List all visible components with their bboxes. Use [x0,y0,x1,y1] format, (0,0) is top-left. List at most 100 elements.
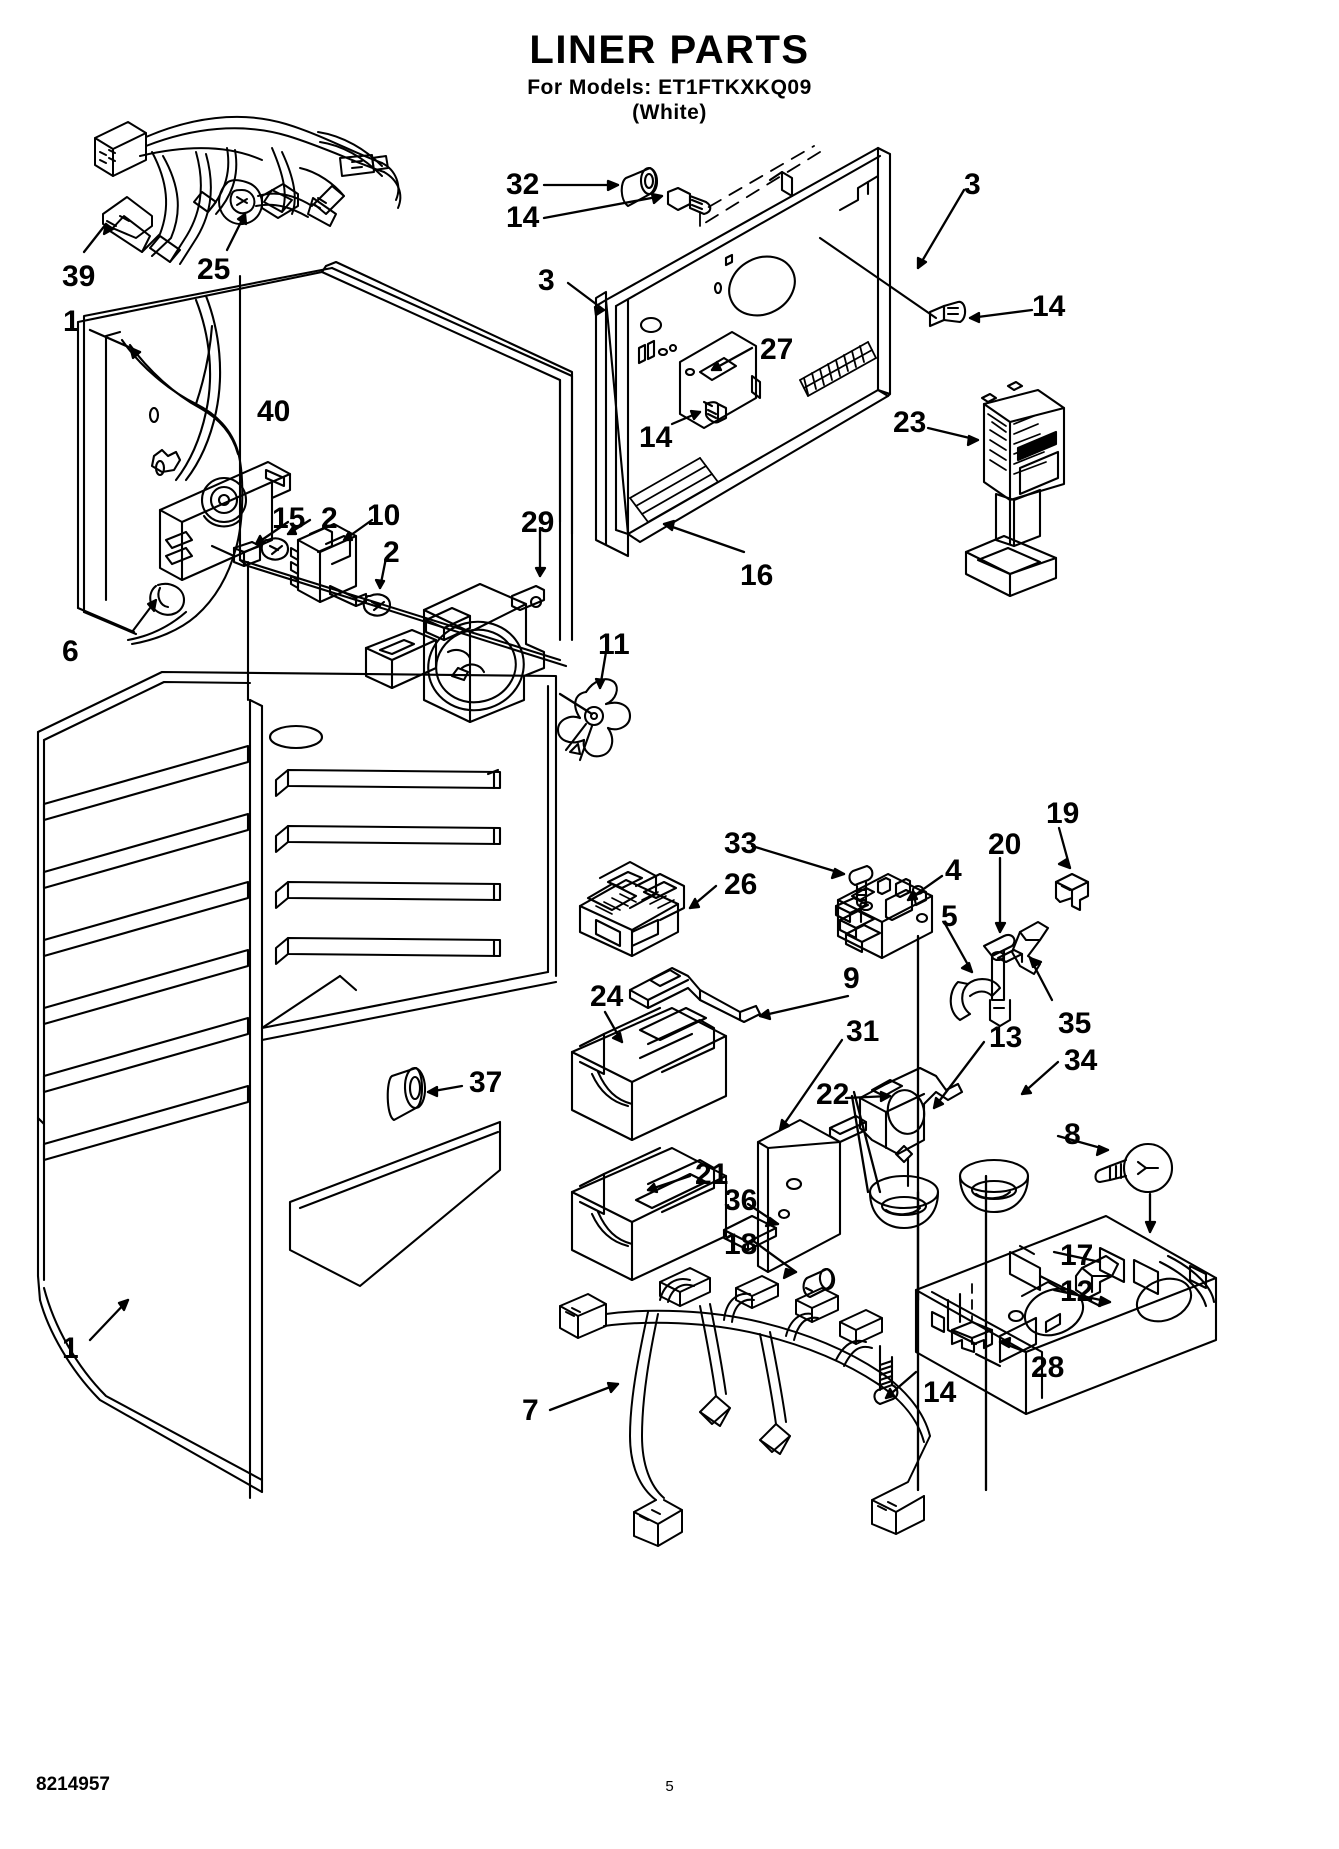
wire-harness-upper [94,115,402,265]
callout-14-upper: 14 [506,201,540,234]
callout-leaders-9-31 [758,994,850,1132]
shelf-rails [274,768,502,966]
models-label: For Models: ET1FTKXKQ09 [527,76,812,99]
retainer-28 [950,1283,994,1354]
page-title: LINER PARTS [529,28,810,72]
lens-clip-17 [1074,1254,1120,1300]
fan-blade [556,678,632,762]
socket-holder-13 [828,1066,964,1188]
pad-36 [722,1214,778,1252]
callout-17: 17 [1060,1239,1094,1272]
callout-5: 5 [941,900,958,933]
callout-leaders-14-28 [884,1336,1028,1400]
callout-6: 6 [62,635,79,668]
callout-2-upper: 2 [321,502,338,535]
grommet-2-upper [260,537,290,561]
liner-lower-cabinet [36,670,558,1500]
control-board [834,872,934,960]
grommet-2-lower [362,593,392,617]
callout-29: 29 [521,506,555,539]
light-bulb [1094,1142,1174,1194]
light-diffuser-housing [578,860,686,958]
callout-27: 27 [760,333,794,366]
callout-34: 34 [1064,1044,1098,1077]
callout-36: 36 [724,1184,758,1217]
callout-40: 40 [257,395,291,428]
socket-cup-34 [958,1158,1030,1214]
callout-10: 10 [367,499,401,532]
callout-4: 4 [945,854,962,887]
callout-15: 15 [272,502,306,535]
callout-24: 24 [590,980,624,1013]
insulation-panel-31 [756,1118,842,1274]
callout-8: 8 [1064,1118,1081,1151]
variant-label: (White) [632,101,707,124]
page-number: 5 [665,1778,674,1795]
temperature-control-dispenser [964,380,1066,598]
callout-leaders-13-22-34 [844,1040,1060,1492]
callout-22: 22 [816,1078,850,1111]
callout-19: 19 [1046,797,1080,830]
callout-14-bottom: 14 [923,1376,957,1409]
callout-25: 25 [197,253,231,286]
callout-12: 12 [1060,1275,1094,1308]
callout-2-lower: 2 [383,536,400,569]
callout-leaders-24-21 [603,1010,692,1194]
callout-leaders-harness [82,212,248,254]
callout-leaders-26-33 [688,844,846,910]
crisper-support-21 [570,1146,728,1282]
callout-leader-23 [926,426,980,447]
clip-19 [1054,872,1090,912]
callout-35: 35 [1058,1007,1092,1040]
callout-18: 18 [724,1228,758,1261]
bracket-35 [996,920,1050,976]
thermostat-10 [289,522,368,608]
document-number: 8214957 [36,1774,110,1795]
callout-1-lower: 1 [62,1332,79,1365]
light-housing-base [914,1214,1218,1416]
callout-13: 13 [989,1021,1023,1054]
crisper-support-24 [570,1006,728,1142]
clip-5 [949,978,1002,1022]
wire-harness-lower [559,1267,931,1547]
fan-shroud-bracket [364,582,546,724]
callout-7: 7 [522,1394,539,1427]
bulb-18 [802,1267,836,1299]
bracket-arm-9 [628,966,762,1024]
callout-28: 28 [1031,1351,1065,1384]
liner-upper-cabinet [76,260,574,702]
callout-leaders-19-20-35 [994,826,1072,1002]
spacer-bushing [620,166,659,208]
callout-21: 21 [695,1158,729,1191]
rear-liner-panel [594,145,892,558]
liner-left-ribs [42,744,250,1162]
callout-31: 31 [846,1015,880,1048]
callout-leaders-8-17-12 [1052,1134,1157,1308]
callout-37: 37 [469,1066,503,1099]
callout-leaders-36-18 [746,1202,798,1280]
callout-3-right: 3 [964,168,981,201]
callout-11: 11 [598,628,630,661]
socket-cup-22 [868,1174,940,1230]
callout-3-left: 3 [538,264,555,297]
callout-33: 33 [724,827,758,860]
callout-9: 9 [843,962,860,995]
callout-39: 39 [62,260,96,293]
screw-upper [666,186,712,216]
callout-20: 20 [988,828,1022,861]
callout-leaders-lower-liner [88,1084,464,1342]
callout-26: 26 [724,868,758,901]
callout-14-cover: 14 [639,421,673,454]
callout-14-right: 14 [1032,290,1066,323]
screw-right [818,236,967,328]
callout-leader-7 [548,1381,620,1412]
callout-leaders-fan [534,526,608,716]
callout-16: 16 [740,559,774,592]
callout-leaders-thermostat [254,518,388,590]
callout-leaders-rearpanel [542,179,1034,554]
callout-leader-1-upper [88,328,142,360]
callout-1: 1 [63,305,80,338]
callout-23: 23 [893,406,927,439]
